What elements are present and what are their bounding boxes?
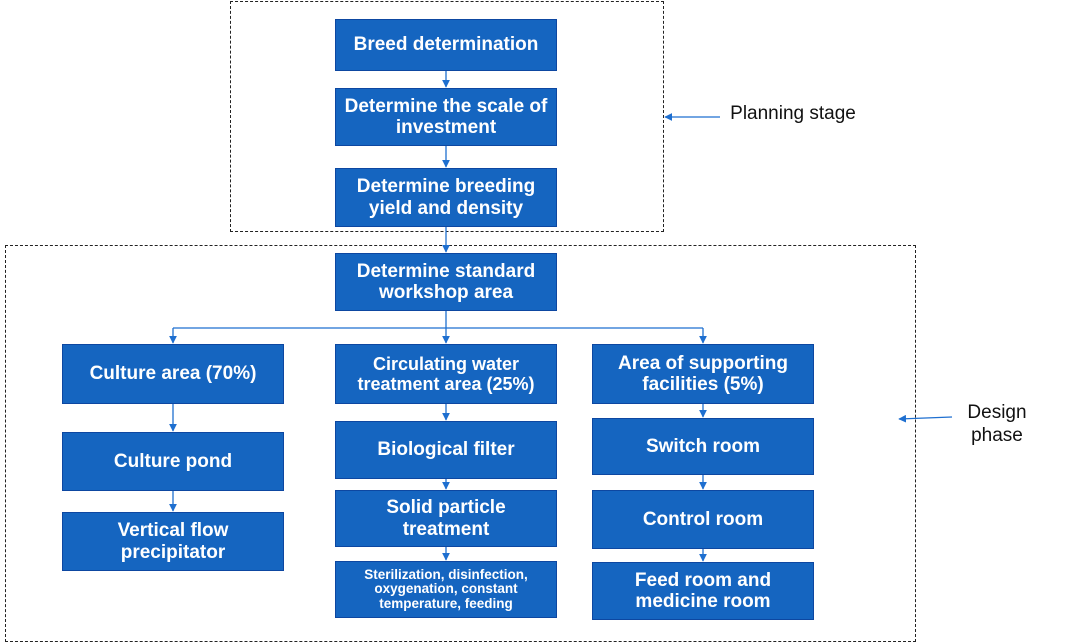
breeding-yield-box: Determine breeding yield and density	[335, 168, 557, 227]
investment-scale-box: Determine the scale of investment	[335, 88, 557, 146]
switch-room-box: Switch room	[592, 418, 814, 475]
planning-stage-label: Planning stage	[730, 103, 856, 124]
vertical-flow-precipitator-box: Vertical flow precipitator	[62, 512, 284, 571]
biological-filter-box: Biological filter	[335, 421, 557, 479]
sterilization-box: Sterilization, disinfection, oxygenation…	[335, 561, 557, 618]
design-phase-label: Design phase	[967, 402, 1027, 446]
breed-determination-box: Breed determination	[335, 19, 557, 71]
circulating-water-area-box: Circulating water treatment area (25%)	[335, 344, 557, 404]
supporting-facilities-box: Area of supporting facilities (5%)	[592, 344, 814, 404]
arrow-to-design-frame	[898, 414, 953, 423]
workshop-area-box: Determine standard workshop area	[335, 253, 557, 311]
culture-area-box: Culture area (70%)	[62, 344, 284, 404]
control-room-box: Control room	[592, 490, 814, 549]
solid-particle-box: Solid particle treatment	[335, 490, 557, 547]
design-phase-frame	[5, 245, 916, 642]
feed-medicine-room-box: Feed room and medicine room	[592, 562, 814, 620]
planning-stage-frame	[230, 1, 664, 232]
culture-pond-box: Culture pond	[62, 432, 284, 491]
